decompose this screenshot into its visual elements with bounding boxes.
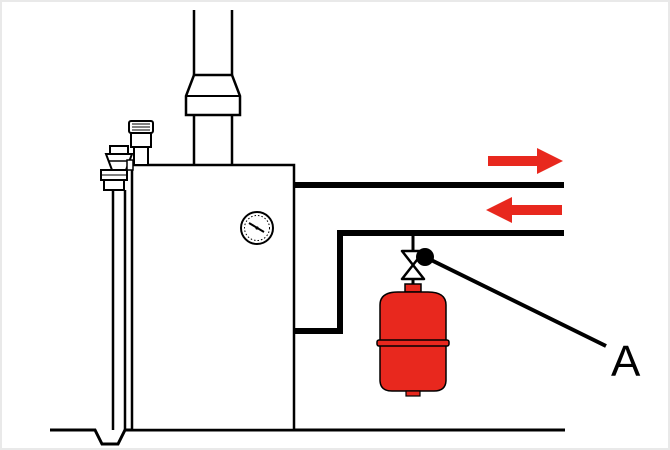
callout-label: A [611, 337, 641, 386]
safety-valve [128, 120, 154, 166]
callout-leader [424, 255, 607, 348]
flow-arrow [488, 148, 563, 174]
return-arrow [486, 197, 562, 223]
filling-pipe [111, 190, 127, 430]
isolation-valve [400, 248, 434, 288]
flue-pipe [184, 10, 242, 165]
return-pipe [294, 230, 564, 334]
floor-line [50, 428, 565, 446]
expansion-vessel [376, 283, 450, 397]
air-vent [100, 145, 134, 191]
boiler [130, 163, 296, 432]
pressure-gauge [240, 211, 274, 245]
